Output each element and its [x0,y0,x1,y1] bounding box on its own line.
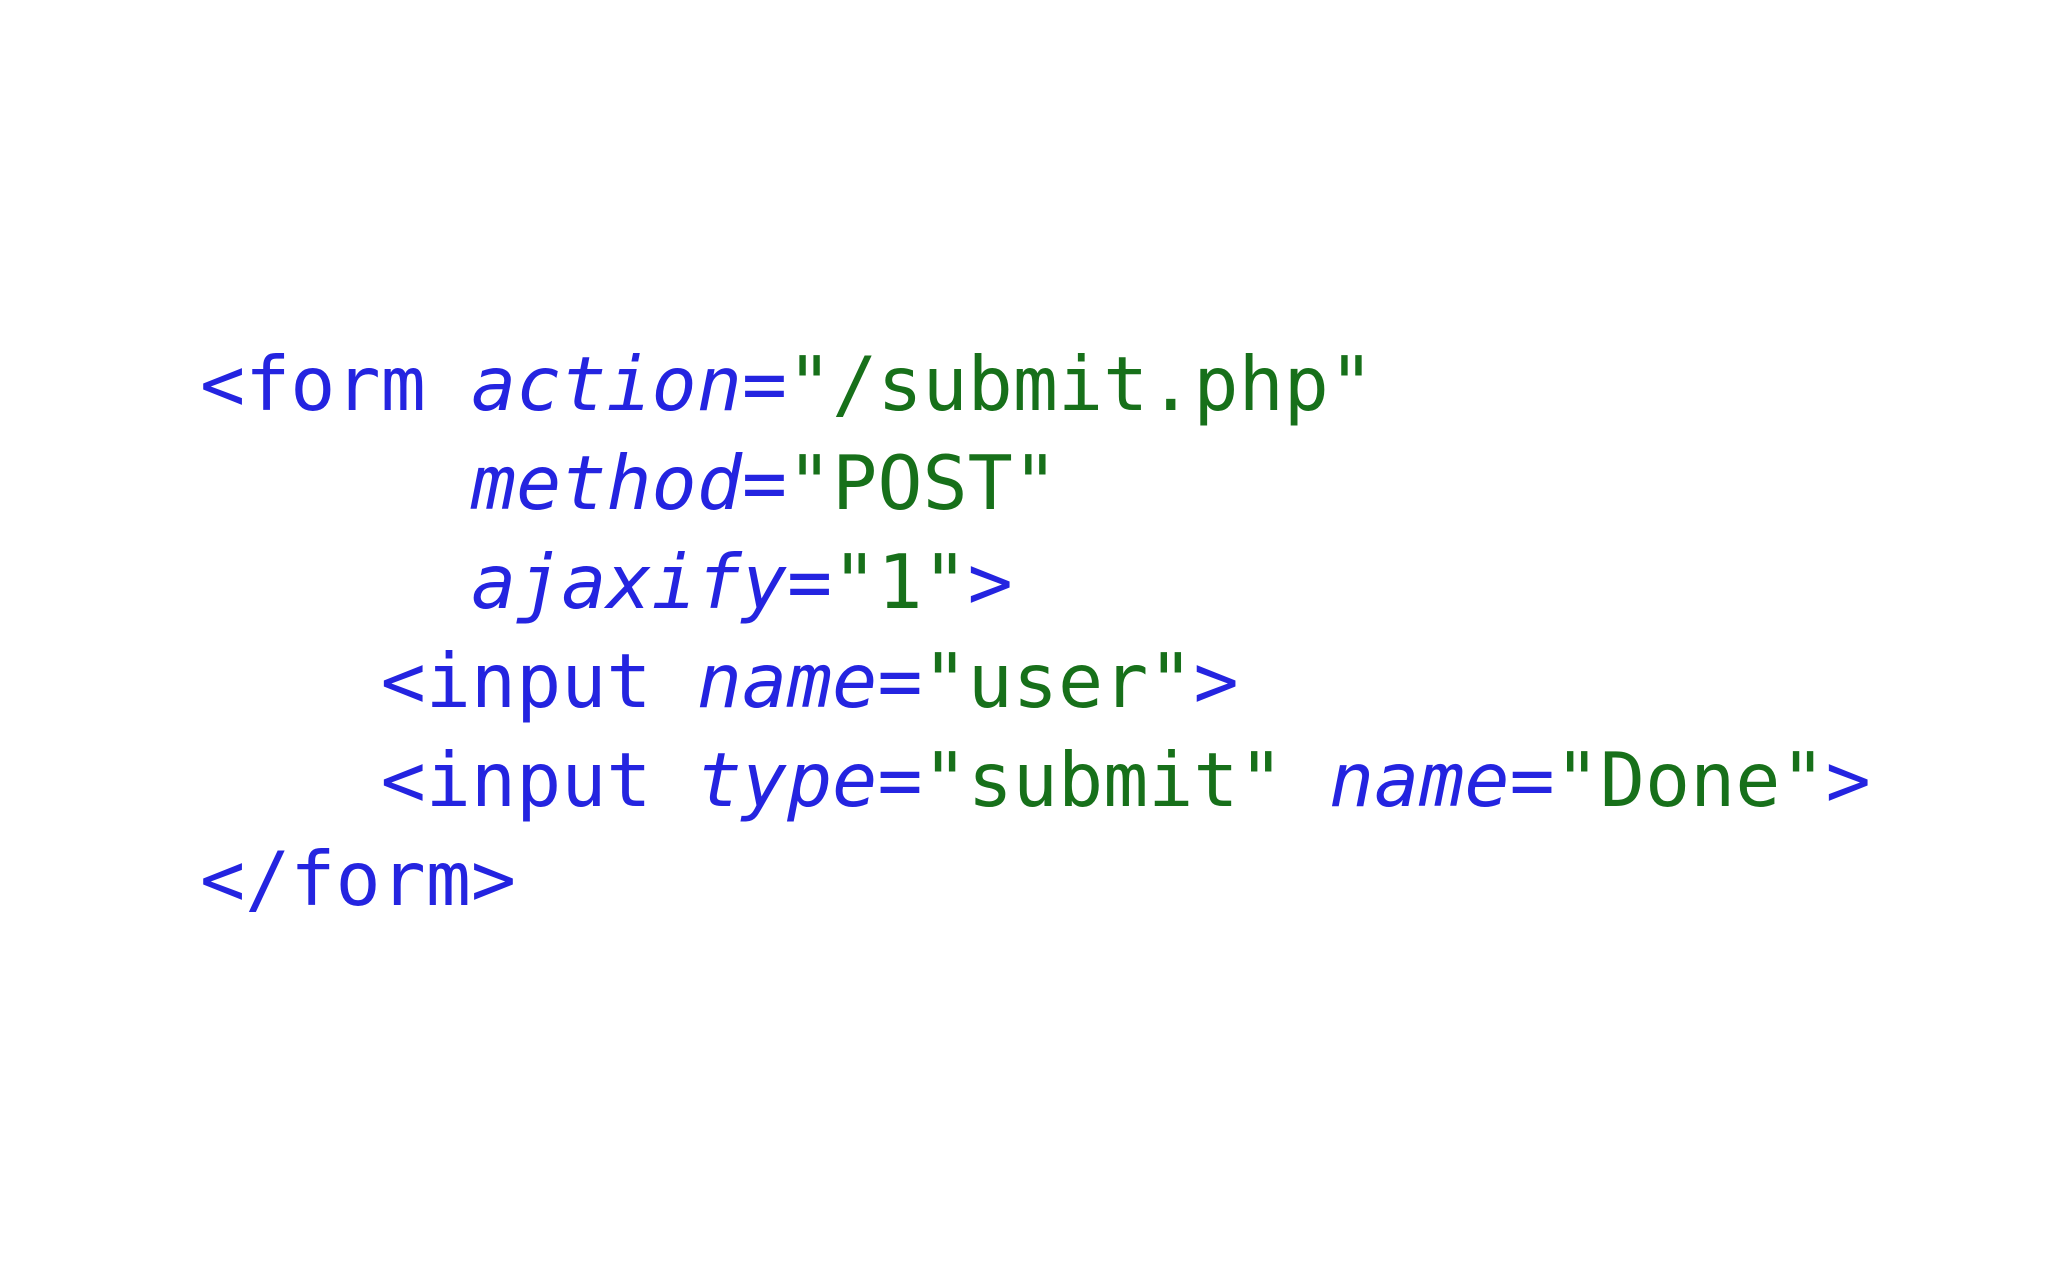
html-tag: <form [200,340,426,428]
html-tag: </form> [200,835,517,923]
attribute-name: name [696,637,878,725]
attribute-name: name [1328,736,1510,824]
attribute-value: "1" [832,538,968,626]
indent [200,637,381,725]
whitespace [652,736,697,824]
indent [200,538,471,626]
indent [200,736,381,824]
indent [200,439,471,527]
attribute-name: ajaxify [470,538,788,626]
attribute-value: "POST" [787,439,1058,527]
code-snippet: <form action="/submit.php" method="POST"… [200,335,1871,929]
code-line: <input type="submit" name="Done"> [200,731,1871,830]
attribute-name: action [470,340,742,428]
code-line: <input name="user"> [200,632,1871,731]
attribute-value: "user" [922,637,1194,725]
attribute-name: method [470,439,742,527]
html-tag: <input [380,637,652,725]
attribute-value: "submit" [922,736,1284,824]
code-line: ajaxify="1"> [200,533,1871,632]
whitespace [652,637,697,725]
equals-sign: = [1509,736,1555,824]
html-tag: <input [380,736,652,824]
html-tag: > [1193,637,1239,725]
equals-sign: = [741,439,788,527]
code-line: </form> [200,830,1871,929]
html-tag: > [967,538,1013,626]
whitespace [1284,736,1329,824]
equals-sign: = [787,538,833,626]
attribute-value: "Done" [1554,736,1826,824]
attribute-value: "/submit.php" [787,340,1375,428]
html-tag: > [1825,736,1871,824]
attribute-name: type [696,736,878,824]
whitespace [426,340,471,428]
equals-sign: = [877,637,923,725]
code-line: <form action="/submit.php" [200,335,1871,434]
equals-sign: = [741,340,788,428]
equals-sign: = [877,736,923,824]
code-line: method="POST" [200,434,1871,533]
